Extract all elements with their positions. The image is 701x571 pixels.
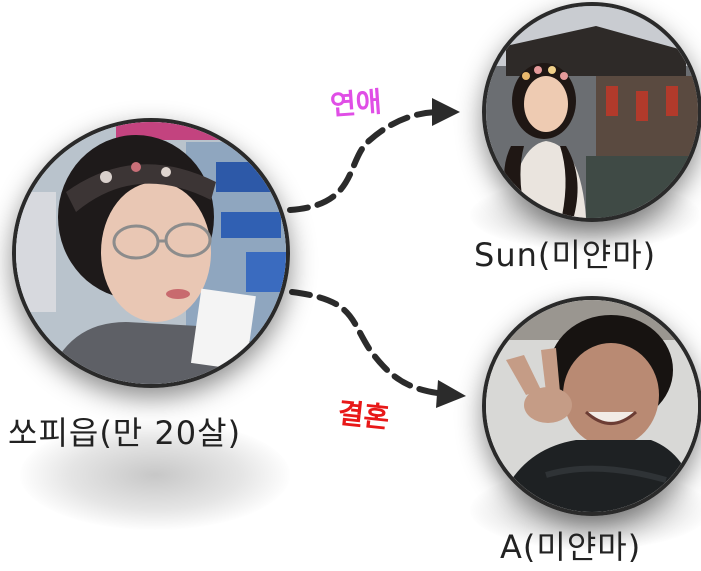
main-person-label: 쏘피읍(만 20살) bbox=[8, 414, 242, 452]
arrow-to-top-partner bbox=[287, 109, 443, 213]
arrow-to-bottom-partner bbox=[289, 289, 448, 397]
main-person-photo bbox=[12, 118, 290, 388]
bottom-partner-label: A(미얀마) bbox=[500, 528, 642, 566]
marriage-relation-label: 결혼 bbox=[336, 396, 391, 435]
main-photo-shadow bbox=[20, 420, 290, 530]
arrow-head-bottom bbox=[436, 380, 466, 408]
arrow-head-top bbox=[432, 98, 460, 126]
top-partner-label: Sun(미얀마) bbox=[474, 236, 657, 274]
top-partner-photo bbox=[482, 2, 701, 222]
dating-relation-label: 연애 bbox=[329, 85, 383, 122]
bottom-partner-photo bbox=[482, 296, 701, 516]
